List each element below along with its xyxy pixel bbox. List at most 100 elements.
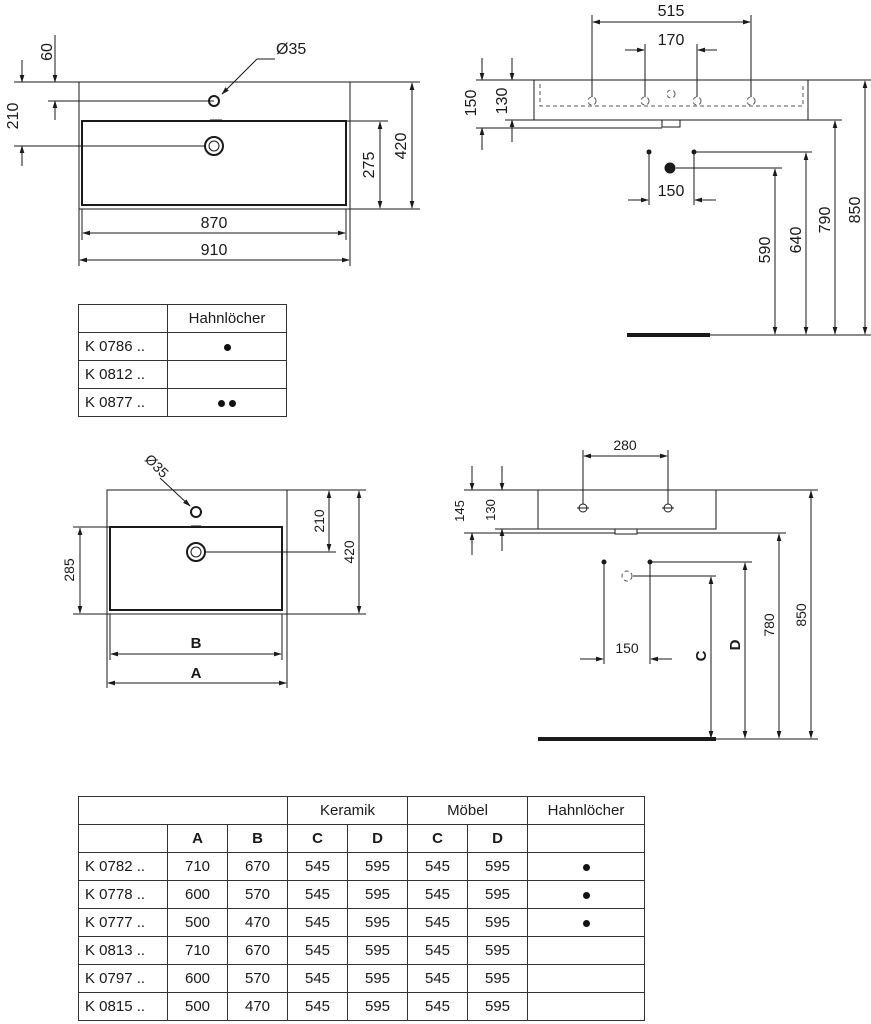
basin-side-small bbox=[537, 489, 717, 530]
table-row: K 0877 .. bbox=[78, 388, 287, 417]
holes-cell bbox=[527, 936, 645, 965]
label-d: D bbox=[727, 639, 744, 650]
cell-d-keramik: 595 bbox=[347, 880, 408, 909]
dim-420-small: 420 bbox=[341, 540, 357, 564]
product-code: K 0782 .. bbox=[78, 852, 168, 881]
table-row: K 0812 .. bbox=[78, 360, 287, 389]
holes-cell bbox=[167, 360, 287, 389]
cell-b: 670 bbox=[227, 936, 288, 965]
tap-hole-dot-icon bbox=[582, 892, 590, 899]
product-code: K 0777 .. bbox=[78, 908, 168, 937]
dim-910: 910 bbox=[201, 242, 228, 259]
holes-cell bbox=[167, 388, 287, 417]
cell-b: 570 bbox=[227, 964, 288, 993]
cell-a: 710 bbox=[167, 936, 228, 965]
waste-outlet-small-icon bbox=[621, 570, 633, 582]
cell-b: 470 bbox=[227, 992, 288, 1021]
dim-590: 590 bbox=[757, 237, 774, 264]
cell-d-keramik: 595 bbox=[347, 908, 408, 937]
waste-outlet-icon bbox=[664, 162, 676, 174]
dim-285: 285 bbox=[61, 558, 77, 582]
cell-b: 570 bbox=[227, 880, 288, 909]
cell-c-moebel: 545 bbox=[407, 908, 468, 937]
product-code: K 0797 .. bbox=[78, 964, 168, 993]
header-holes: Hahnlöcher bbox=[527, 796, 645, 825]
holes-cell bbox=[167, 332, 287, 361]
cell-a: 600 bbox=[167, 964, 228, 993]
group-moebel: Möbel bbox=[407, 796, 528, 825]
dim-870: 870 bbox=[201, 215, 228, 232]
cell-d-moebel: 595 bbox=[467, 880, 528, 909]
holes-cell bbox=[527, 964, 645, 993]
dim-790: 790 bbox=[817, 207, 834, 234]
dim-130-small: 130 bbox=[483, 499, 498, 521]
dim-150-height: 150 bbox=[463, 90, 480, 117]
cell-c-keramik: 545 bbox=[287, 880, 348, 909]
col-a: A bbox=[167, 824, 228, 853]
tap-hole-table-large: Hahnlöcher K 0786 .. K 0812 .. K 0877 .. bbox=[78, 304, 287, 417]
cell-d-moebel: 595 bbox=[467, 992, 528, 1021]
drain-icon bbox=[204, 136, 224, 156]
col-d-keramik: D bbox=[347, 824, 408, 853]
cell-c-keramik: 545 bbox=[287, 936, 348, 965]
dimension-table: Keramik Möbel Hahnlöcher A B C D C D K 0… bbox=[78, 796, 645, 1021]
hole-diameter-label: Ø35 bbox=[276, 41, 306, 58]
label-a: A bbox=[191, 665, 202, 682]
tap-hole-dot-icon bbox=[223, 344, 231, 351]
top-plan-view: Ø35 60 210 275 420 870 910 bbox=[5, 35, 420, 266]
product-code: K 0813 .. bbox=[78, 936, 168, 965]
dim-150-small: 150 bbox=[615, 640, 639, 656]
cell-c-moebel: 545 bbox=[407, 880, 468, 909]
cell-c-moebel: 545 bbox=[407, 936, 468, 965]
dim-145: 145 bbox=[452, 500, 467, 522]
cell-b: 670 bbox=[227, 852, 288, 881]
cell-a: 500 bbox=[167, 908, 228, 937]
cell-d-moebel: 595 bbox=[467, 852, 528, 881]
table-row: K 0786 .. bbox=[78, 332, 287, 361]
cell-c-moebel: 545 bbox=[407, 964, 468, 993]
col-c-keramik: C bbox=[287, 824, 348, 853]
product-code: K 0815 .. bbox=[78, 992, 168, 1021]
dim-640: 640 bbox=[788, 227, 805, 254]
table-header-holes: Hahnlöcher bbox=[167, 304, 287, 333]
dim-780: 780 bbox=[761, 613, 777, 637]
dim-275: 275 bbox=[361, 152, 378, 179]
dim-210: 210 bbox=[5, 103, 22, 130]
label-b: B bbox=[191, 635, 202, 652]
product-code: K 0877 .. bbox=[78, 388, 168, 417]
cell-b: 470 bbox=[227, 908, 288, 937]
cell-d-keramik: 595 bbox=[347, 964, 408, 993]
tap-hole-dot-icon bbox=[582, 864, 590, 871]
dim-850-top: 850 bbox=[847, 197, 864, 224]
drain-fitting-small bbox=[614, 528, 638, 535]
drain-fitting bbox=[661, 119, 681, 128]
cell-c-keramik: 545 bbox=[287, 852, 348, 881]
tap-hole-dot-icon bbox=[229, 400, 236, 407]
dim-515: 515 bbox=[658, 3, 685, 20]
dim-150-width: 150 bbox=[658, 183, 685, 200]
tap-hole-dot-icon bbox=[582, 920, 590, 927]
label-c: C bbox=[693, 650, 710, 661]
cell-d-keramik: 595 bbox=[347, 852, 408, 881]
hole-diameter-small-label: Ø35 bbox=[142, 451, 172, 481]
basin-side-large bbox=[533, 79, 809, 121]
cell-c-keramik: 545 bbox=[287, 964, 348, 993]
cell-d-keramik: 595 bbox=[347, 936, 408, 965]
cell-a: 500 bbox=[167, 992, 228, 1021]
dim-420: 420 bbox=[393, 133, 410, 160]
dim-850-bottom: 850 bbox=[793, 603, 809, 627]
cell-a: 710 bbox=[167, 852, 228, 881]
tap-hole-dot-icon bbox=[218, 400, 225, 407]
product-code: K 0786 .. bbox=[78, 332, 168, 361]
basin-bowl-small bbox=[109, 526, 283, 611]
product-code: K 0812 .. bbox=[78, 360, 168, 389]
top-side-view: 515 170 150 130 150 590 bbox=[463, 3, 871, 337]
cell-d-moebel: 595 bbox=[467, 964, 528, 993]
cell-a: 600 bbox=[167, 880, 228, 909]
tap-hole-small-icon bbox=[190, 506, 202, 518]
